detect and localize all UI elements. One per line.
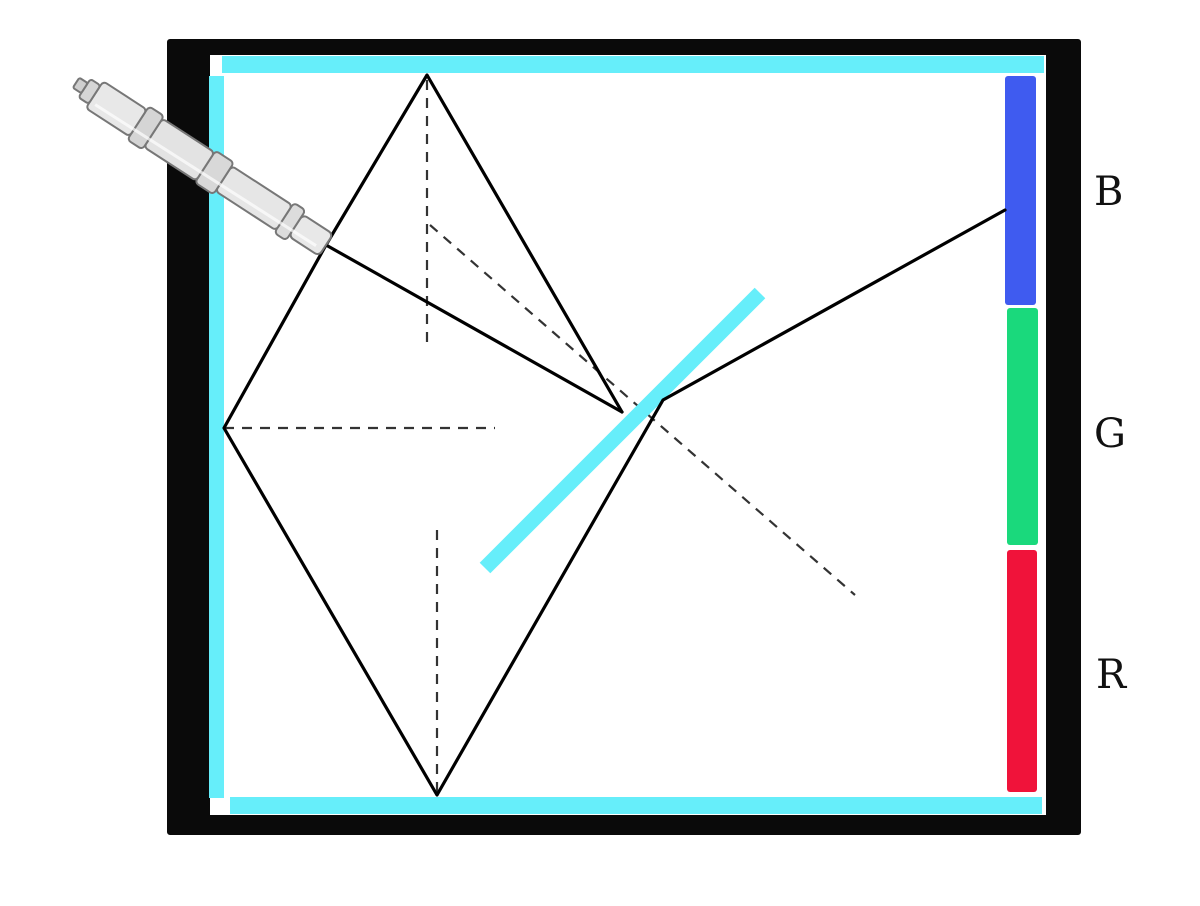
ray-source-diagonal xyxy=(324,243,624,414)
color-screen xyxy=(1005,76,1038,792)
bottom-mirror xyxy=(230,797,1042,814)
laser-pointer-icon xyxy=(72,77,333,255)
label-green: G xyxy=(1094,411,1126,457)
normal-diagonal-mirror xyxy=(429,224,856,596)
red-strip xyxy=(1007,550,1037,792)
green-strip xyxy=(1007,308,1038,545)
center-mirror xyxy=(479,287,766,574)
wall-mirrors xyxy=(209,56,1044,814)
label-blue: B xyxy=(1094,169,1123,215)
light-rays xyxy=(222,73,1007,797)
blue-strip xyxy=(1005,76,1036,305)
ray-source-path xyxy=(324,73,624,414)
label-red: R xyxy=(1096,652,1128,698)
ray-left-path xyxy=(222,208,1007,797)
left-mirror xyxy=(209,76,224,798)
top-mirror xyxy=(222,56,1044,73)
box-frame xyxy=(167,39,1081,835)
